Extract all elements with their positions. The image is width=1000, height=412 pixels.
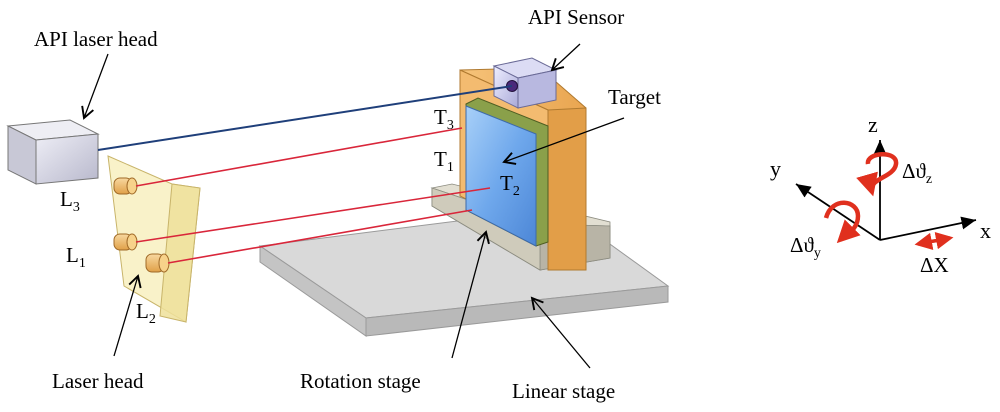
laser-label-l3: L3 bbox=[60, 187, 80, 215]
linear-stage-leader bbox=[530, 296, 591, 369]
y-axis-label: y bbox=[770, 156, 781, 181]
coordinate-system: z y x Δϑz Δϑy ΔX bbox=[770, 112, 991, 277]
y-axis bbox=[795, 183, 881, 241]
d-theta-z-label: Δϑz bbox=[902, 159, 932, 187]
api-laser-head-label: API laser head bbox=[34, 27, 158, 51]
laser-beam-l1 bbox=[135, 187, 491, 243]
dx-label: ΔX bbox=[920, 253, 949, 277]
laser-emitter-l3 bbox=[113, 177, 138, 195]
api-beam bbox=[97, 85, 513, 151]
x-axis bbox=[879, 216, 977, 241]
rotation-y-icon bbox=[823, 200, 861, 244]
target-leader bbox=[502, 117, 625, 165]
api-sensor-leader bbox=[550, 43, 581, 72]
laser-head-label: Laser head bbox=[52, 369, 144, 393]
laser-label-l2: L2 bbox=[136, 299, 156, 327]
laser-label-l1: L1 bbox=[66, 243, 86, 271]
target-point-t2: T2 bbox=[500, 171, 520, 199]
laser-emitter-l2 bbox=[145, 253, 170, 273]
api-sensor-box bbox=[492, 57, 558, 109]
x-axis-label: x bbox=[980, 218, 991, 243]
api-laser-head-leader bbox=[81, 53, 109, 120]
rotation-z-icon bbox=[856, 152, 899, 197]
target-plate bbox=[465, 97, 549, 247]
rotation-stage-leader bbox=[451, 230, 490, 359]
laser-beam-l2 bbox=[167, 209, 473, 264]
target-point-t1: T1 bbox=[434, 147, 454, 175]
translation-x-icon bbox=[914, 231, 954, 251]
linear-stage-label: Linear stage bbox=[512, 379, 615, 403]
api-laser-head-box bbox=[6, 119, 100, 185]
laser-emitter-l1 bbox=[113, 233, 138, 251]
d-theta-y-label: Δϑy bbox=[790, 233, 821, 261]
z-axis-label: z bbox=[868, 112, 878, 137]
rotation-stage-label: Rotation stage bbox=[300, 369, 421, 393]
api-sensor-label: API Sensor bbox=[528, 5, 624, 29]
laser-beam-l3 bbox=[135, 127, 463, 187]
target-label: Target bbox=[608, 85, 661, 109]
target-point-t3: T3 bbox=[434, 105, 454, 133]
laser-head-leader bbox=[113, 274, 142, 357]
